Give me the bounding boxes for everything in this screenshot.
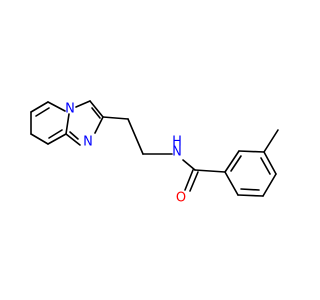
bond-benzene-1	[224, 150, 240, 173]
bond-carbonyl-2	[189, 171, 199, 192]
bond-linker-2	[127, 118, 144, 155]
atom-labels: N N N H O	[65, 102, 186, 206]
bond-benzene-4	[262, 173, 277, 197]
bond-benzene-2	[238, 150, 265, 153]
atom-n-amide: N	[172, 145, 182, 160]
bonds	[30, 100, 279, 197]
atom-n-imidazole: N	[83, 135, 93, 150]
bond-benzene-1-inner	[230, 155, 242, 172]
bond-pyridine-1	[30, 101, 49, 113]
bond-amide-cn	[182, 159, 196, 171]
atom-n-bridge: N	[65, 102, 75, 117]
bond-benzene-3	[263, 151, 277, 175]
bond-benzene-3-inner	[260, 157, 271, 175]
bond-pyridine-1-inner	[35, 107, 50, 117]
bond-benzene-6	[224, 171, 239, 196]
bond-benzene-5	[237, 194, 264, 197]
bond-imidazole-2-inner	[91, 107, 101, 119]
bond-imidazole-3	[94, 116, 104, 134]
bond-fusion	[65, 113, 70, 135]
bond-methyl	[263, 129, 279, 153]
bond-imidazole-1	[75, 100, 91, 108]
bond-benzene-5-inner	[240, 188, 260, 191]
atom-o-carbonyl: O	[176, 191, 186, 206]
bond-pyridine-4	[30, 133, 49, 145]
atom-h-amide: H	[172, 135, 182, 150]
bond-pyridine-2	[47, 101, 66, 112]
molecule-structure-diagram: N N N H O	[30, 100, 279, 206]
bond-imidazole-2	[89, 100, 104, 118]
bond-imidazole-4-inner	[69, 131, 79, 140]
bond-pyridine-5	[47, 133, 67, 145]
bond-amide-cring	[194, 169, 226, 173]
bond-imidazole-4	[65, 133, 81, 146]
bond-pyridine-5-inner	[48, 129, 63, 139]
bond-carbonyl-1	[184, 169, 194, 191]
bond-linker-1	[102, 116, 129, 120]
